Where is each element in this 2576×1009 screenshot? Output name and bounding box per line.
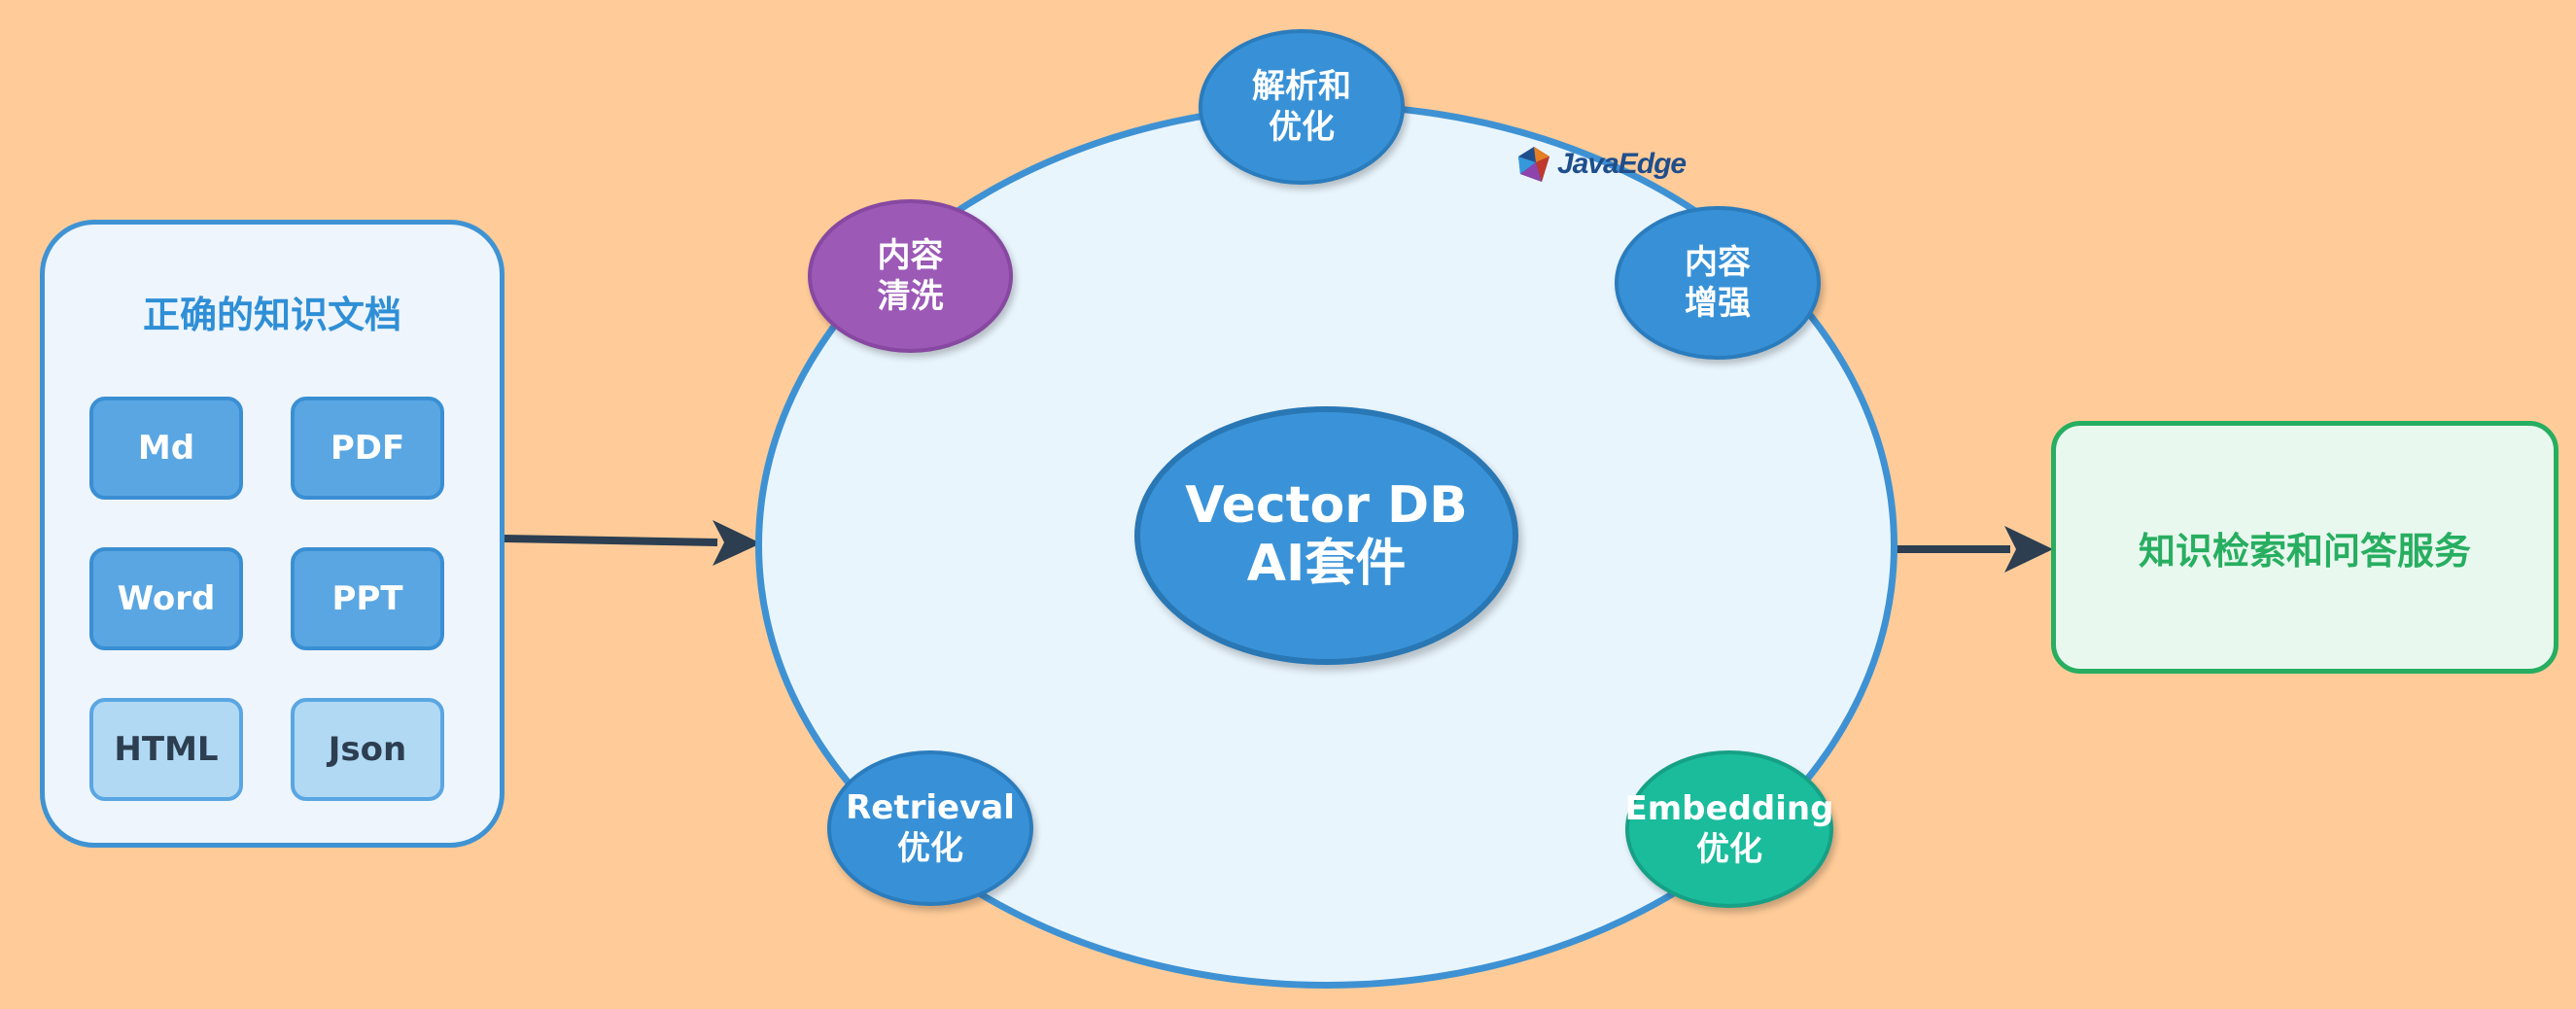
javaedge-logo-icon [1518, 147, 1549, 182]
node-embedding-line-2: 优化 [1696, 830, 1762, 869]
format-chip-ppt: PPT [291, 547, 444, 650]
circle-to-service-arrow [1897, 526, 2053, 573]
node-clean-line-2: 清洗 [877, 277, 944, 316]
node-retrieval-optimize: Retrieval 优化 [827, 750, 1033, 906]
core-line-2: AI套件 [1246, 535, 1407, 593]
node-parse-line-1: 解析和 [1252, 66, 1351, 106]
qa-service-box: 知识检索和问答服务 [2051, 421, 2559, 674]
vector-db-core: Vector DB AI套件 [1134, 406, 1518, 665]
node-clean-line-1: 内容 [877, 235, 944, 275]
format-chip-word: Word [89, 547, 243, 650]
logo-text: JavaEdge [1557, 148, 1687, 180]
node-parse-optimize: 解析和 优化 [1199, 29, 1405, 185]
node-embedding-line-1: Embedding [1624, 788, 1834, 828]
core-line-1: Vector DB [1185, 476, 1468, 536]
node-enhance-line-2: 增强 [1685, 284, 1751, 323]
node-enhance-line-1: 内容 [1685, 242, 1751, 282]
format-chip-json: Json [291, 698, 444, 801]
node-retrieval-line-1: Retrieval [846, 787, 1015, 827]
docs-to-circle-arrow [504, 520, 761, 566]
node-embedding-optimize: Embedding 优化 [1625, 750, 1833, 908]
docs-panel-title: 正确的知识文档 [142, 293, 401, 336]
node-content-enhance: 内容 增强 [1615, 206, 1821, 360]
javaedge-logo: JavaEdge [1514, 140, 1699, 189]
node-retrieval-line-2: 优化 [897, 829, 963, 868]
node-parse-line-2: 优化 [1269, 108, 1335, 147]
node-content-clean: 内容 清洗 [808, 199, 1013, 353]
format-chip-md: Md [89, 397, 243, 500]
format-chip-pdf: PDF [291, 397, 444, 500]
format-chip-html: HTML [89, 698, 243, 801]
